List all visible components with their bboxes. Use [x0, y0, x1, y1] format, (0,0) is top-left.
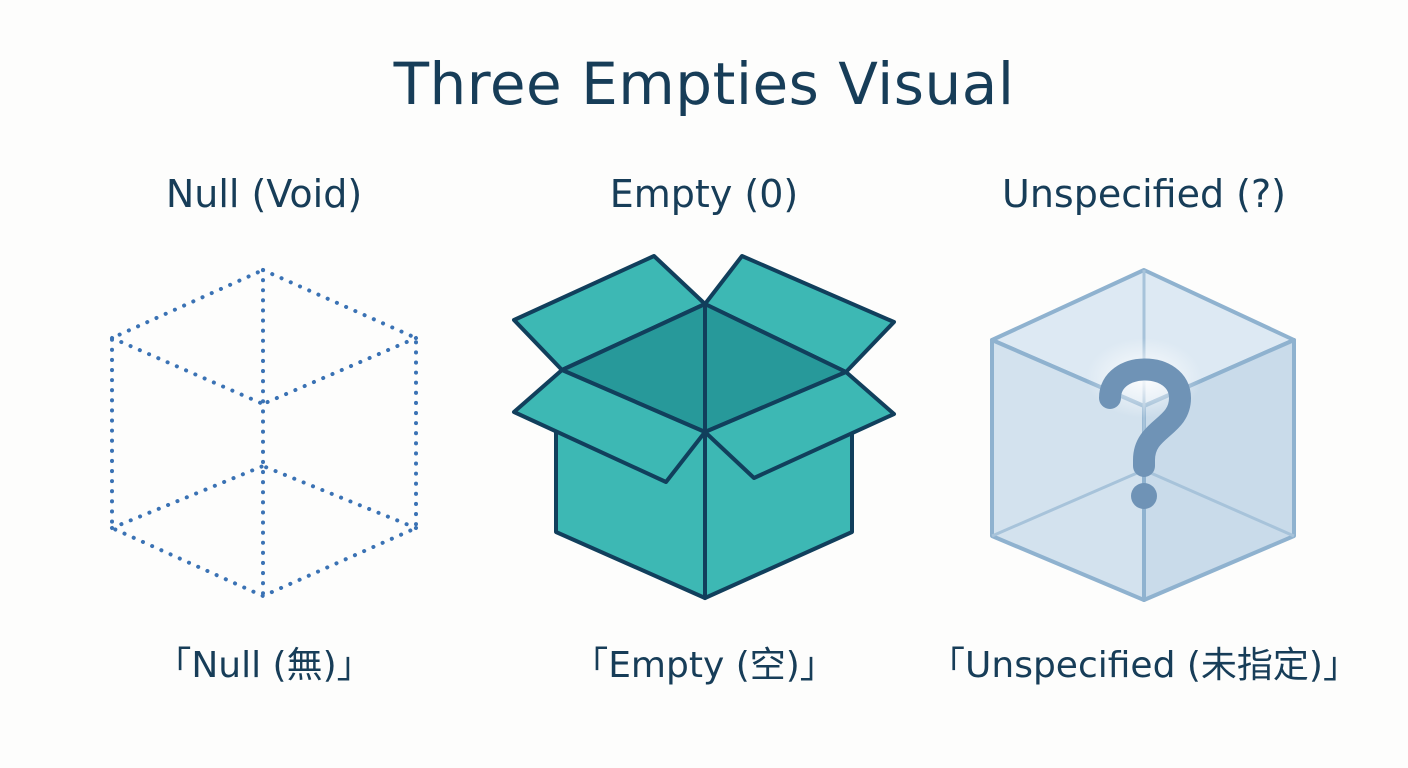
dotted-cube-icon [110, 267, 418, 599]
unspecified-caption: 「Unspecified (未指定)」 [929, 645, 1359, 686]
diagram-title: Three Empties Visual [393, 50, 1015, 118]
open-box-icon [512, 254, 896, 600]
empty-caption: 「Empty (空)」 [572, 645, 836, 686]
null-caption: 「Null (無)」 [155, 645, 373, 686]
empty-heading: Empty (0) [609, 172, 799, 216]
null-column: Null (Void) 「Null (無)」 [64, 0, 464, 768]
unspecified-heading: Unspecified (?) [1002, 172, 1286, 216]
translucent-cube-question-icon [990, 268, 1296, 602]
null-heading: Null (Void) [165, 172, 363, 216]
unspecified-column: Unspecified (?) 「Unspecified (未指定)」 [929, 0, 1359, 768]
empty-column: Empty (0) 「Empty (空)」 [504, 0, 904, 768]
